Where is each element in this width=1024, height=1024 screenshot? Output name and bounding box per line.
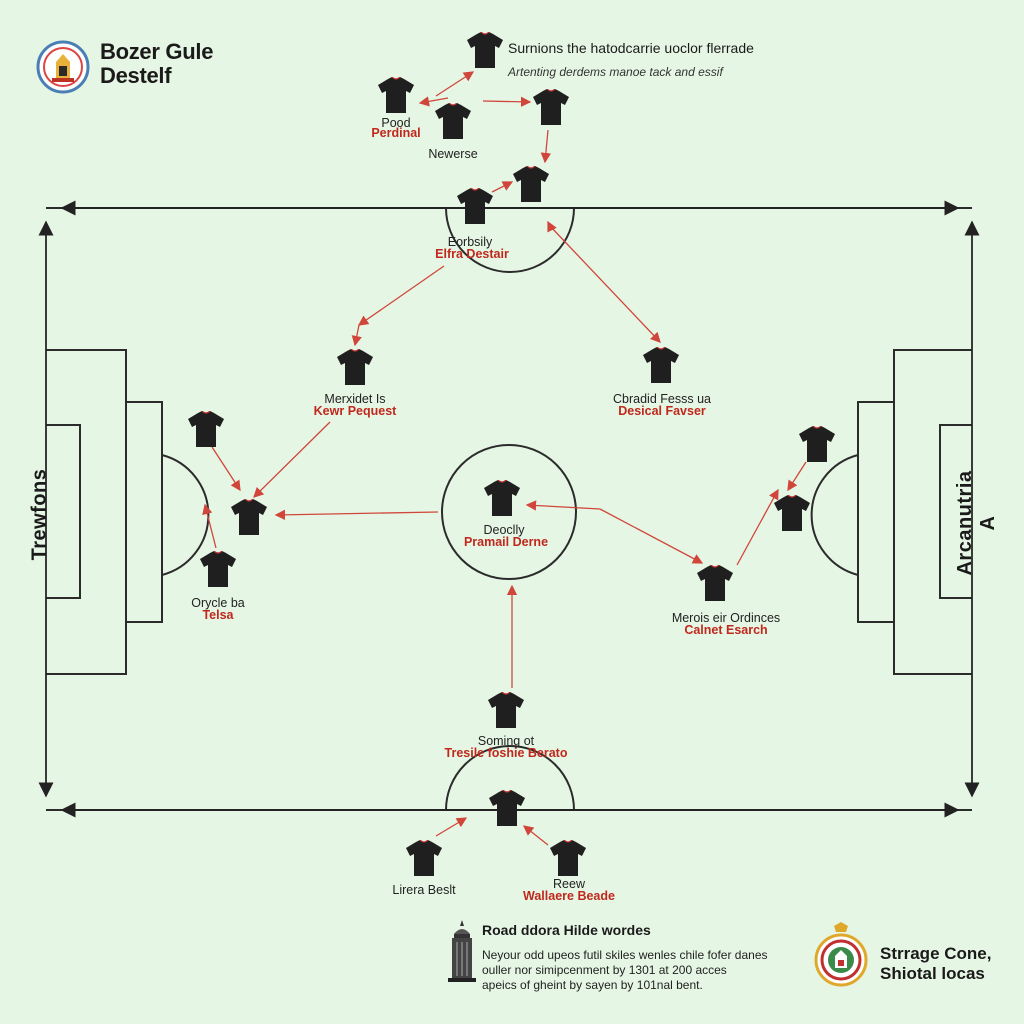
label-right-low-2: Calnet Esarch — [684, 623, 767, 637]
player-jersey-icon — [187, 411, 225, 447]
label-center-1: Deoclly — [484, 523, 526, 537]
player-jersey-icon — [512, 166, 550, 202]
left-penalty-area — [46, 349, 127, 675]
header-title-line1: Bozer Gule — [100, 39, 214, 64]
label-left-low-2: Telsa — [202, 608, 234, 622]
right-box-inner — [857, 401, 894, 623]
side-label-right: Arcanutria A — [954, 470, 999, 576]
player-jersey-icon — [377, 77, 415, 113]
left-penalty-arc — [161, 454, 210, 576]
player-jersey-icon — [696, 565, 734, 601]
player-jersey-icon — [487, 692, 525, 728]
arrow-5 — [491, 181, 514, 193]
player-jersey-icon — [466, 32, 504, 68]
player-jersey-icon — [532, 89, 570, 125]
header-title-line2: Destelf — [100, 63, 172, 88]
top-note-subtitle: Artenting derdems manoe tack and essif — [508, 65, 723, 79]
crest-seal-icon — [814, 922, 868, 988]
label-top-left-1: Pood — [381, 116, 410, 130]
player-jersey-icon — [549, 840, 587, 876]
arrow-4 — [540, 129, 552, 164]
footer-middle: Road ddora Hilde wordes Neyour odd upeos… — [482, 922, 802, 993]
player-jersey-icon — [483, 480, 521, 516]
player-jersey-icon — [798, 426, 836, 462]
header-title: Bozer Gule Destelf — [100, 40, 213, 88]
label-bottom-right-1: Reew — [553, 877, 586, 891]
arrow-16 — [736, 488, 779, 566]
side-label-left: Trewfons — [28, 468, 51, 561]
right-penalty-arc — [810, 454, 859, 576]
player-jersey-icon — [456, 188, 494, 224]
footer-middle-line3: apeics of gheint by sayen by 101nal bent… — [482, 978, 703, 992]
footer-right: Strrage Cone, Shiotal locas — [880, 944, 991, 984]
arrow-2 — [418, 96, 449, 107]
label-right-mid-2: Desical Favser — [618, 404, 706, 418]
movement-arrows — [202, 71, 807, 846]
bottom-arc — [445, 745, 575, 811]
dimension-arrows — [38, 200, 980, 818]
label-center-2: Pramail Derne — [464, 535, 548, 549]
player-jersey-icon — [642, 347, 680, 383]
player-jersey-icon — [773, 495, 811, 531]
label-top-mid: Newerse — [428, 147, 477, 161]
label-top-left-2: Perdinal — [371, 126, 420, 140]
arrow-14 — [599, 508, 704, 564]
arrow-7 — [351, 324, 362, 347]
footer-right-line1: Strrage Cone, — [880, 944, 992, 963]
player-jersey-icon — [336, 349, 374, 385]
arrow-12 — [202, 503, 217, 549]
arrow-3 — [482, 96, 532, 108]
player-labels: Pood Perdinal Newerse Eorbsily Elfra Des… — [191, 116, 780, 903]
arrow-13 — [274, 509, 439, 521]
footer-middle-title: Road ddora Hilde wordes — [482, 922, 651, 938]
player-jersey-icon — [488, 790, 526, 826]
arrow-6 — [357, 265, 445, 326]
arrow-20 — [522, 825, 549, 846]
left-box-inner — [126, 401, 163, 623]
left-goal-area — [46, 424, 81, 599]
player-jersey-icon — [405, 840, 443, 876]
right-penalty-area — [893, 349, 972, 675]
arrow-17 — [787, 461, 807, 492]
label-left-mid-2: Kewr Pequest — [314, 404, 398, 418]
club-crest-icon — [36, 40, 90, 94]
label-circle-top-1: Eorbsily — [448, 235, 493, 249]
player-jersey-icon — [434, 103, 472, 139]
arrow-15 — [525, 500, 601, 511]
label-bottom-mid-1: Soming ot — [478, 734, 535, 748]
footer-middle-line1: Neyour odd upeos futil skiles wenles chi… — [482, 948, 768, 962]
player-jersey-icon — [230, 499, 268, 535]
label-bottom-left: Lirera Beslt — [392, 883, 456, 897]
arrow-11 — [211, 446, 241, 492]
label-right-mid-1: Cbradid Fesss ua — [613, 392, 711, 406]
player-jersey-icon — [199, 551, 237, 587]
right-goal-area — [939, 424, 972, 599]
arrow-19 — [435, 817, 468, 837]
top-note-title: Surnions the hatodcarrie uoclor flerrade — [508, 40, 754, 56]
arrow-1 — [435, 71, 475, 97]
label-bottom-mid-2: Tresile foshie Berato — [445, 746, 568, 760]
label-bottom-right-2: Wallaere Beade — [523, 889, 615, 903]
label-left-mid-1: Merxidet Is — [324, 392, 385, 406]
arrow-9 — [547, 220, 557, 233]
center-circle — [441, 444, 577, 580]
footer-middle-line2: ouller nor simipcenment by 1301 at 200 a… — [482, 963, 727, 977]
label-left-low-1: Orycle ba — [191, 596, 245, 610]
arrow-8 — [549, 225, 661, 343]
tower-icon — [448, 920, 476, 982]
label-circle-top-2: Elfra Destair — [435, 247, 509, 261]
label-right-low-1: Merois eir Ordinces — [672, 611, 780, 625]
arrow-10 — [253, 421, 331, 498]
top-arc — [445, 207, 575, 273]
top-note: Surnions the hatodcarrie uoclor flerrade… — [508, 36, 808, 84]
footer-right-line2: Shiotal locas — [880, 964, 985, 983]
